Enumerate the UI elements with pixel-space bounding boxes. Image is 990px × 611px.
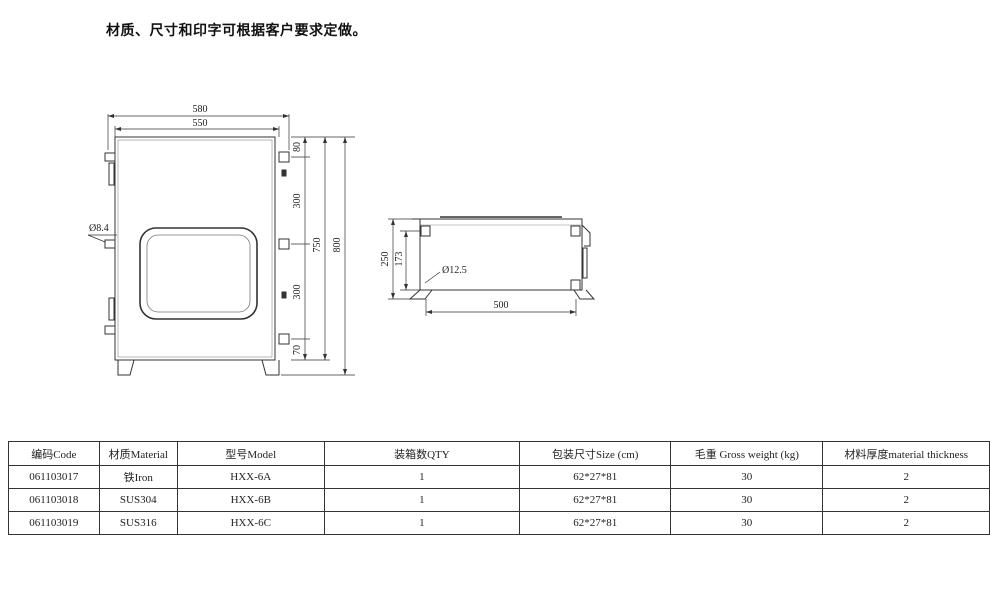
cell-code: 061103019	[8, 511, 100, 535]
front-hole-label: Ø8.4	[89, 223, 109, 234]
cell-qty: 1	[323, 465, 521, 489]
header-gross-weight: 毛重 Gross weight (kg)	[670, 441, 824, 466]
header-model: 型号Model	[176, 441, 325, 466]
header-size: 包装尺寸Size (cm)	[519, 441, 672, 466]
cell-gross-weight: 30	[670, 465, 824, 489]
cell-qty: 1	[323, 488, 521, 512]
cell-thickness: 2	[822, 488, 990, 512]
cell-gross-weight: 30	[670, 511, 824, 535]
cell-material: 铁Iron	[98, 465, 178, 489]
header-code: 编码Code	[8, 441, 100, 466]
front-view-cabinet	[104, 136, 290, 376]
side-hole-label: Ø12.5	[442, 265, 467, 276]
dim-top-offset-label: 80	[292, 142, 303, 152]
header-qty: 装箱数QTY	[323, 441, 521, 466]
cell-material: SUS316	[98, 511, 178, 535]
cell-material: SUS304	[98, 488, 178, 512]
cell-size: 62*27*81	[519, 465, 672, 489]
cell-model: HXX-6C	[176, 511, 325, 535]
table-row: 061103018 SUS304 HXX-6B 1 62*27*81 30 2	[8, 488, 990, 512]
header-material: 材质Material	[98, 441, 178, 466]
technical-drawing: 580 550 Ø8.4 80 300 300 70 750 800 250 1…	[87, 104, 596, 376]
dim-upper-spacing-label: 300	[292, 194, 303, 209]
cell-model: HXX-6B	[176, 488, 325, 512]
spec-table: 编码Code 材质Material 型号Model 装箱数QTY 包装尺寸Siz…	[8, 441, 990, 535]
cell-gross-weight: 30	[670, 488, 824, 512]
side-view-cabinet	[408, 216, 596, 300]
cell-code: 061103017	[8, 465, 100, 489]
cell-thickness: 2	[822, 511, 990, 535]
cell-qty: 1	[323, 511, 521, 535]
cell-thickness: 2	[822, 465, 990, 489]
dim-width-outer-label: 580	[193, 104, 208, 115]
table-row: 061103019 SUS316 HXX-6C 1 62*27*81 30 2	[8, 511, 990, 535]
table-header-row: 编码Code 材质Material 型号Model 装箱数QTY 包装尺寸Siz…	[8, 441, 990, 466]
custom-order-note: 材质、尺寸和印字可根据客户要求定做。	[106, 23, 367, 39]
side-height-inner-label: 173	[394, 252, 405, 267]
cell-model: HXX-6A	[176, 465, 325, 489]
dim-height-outer-label: 800	[332, 238, 343, 253]
cell-size: 62*27*81	[519, 488, 672, 512]
dim-bottom-offset-label: 70	[292, 345, 303, 355]
dim-height-inner-label: 750	[312, 238, 323, 253]
header-thickness: 材料厚度material thickness	[822, 441, 990, 466]
table-row: 061103017 铁Iron HXX-6A 1 62*27*81 30 2	[8, 465, 990, 489]
dim-width-inner-label: 550	[193, 118, 208, 129]
side-depth-label: 500	[494, 300, 509, 311]
side-height-outer-label: 250	[380, 252, 391, 267]
cell-code: 061103018	[8, 488, 100, 512]
cell-size: 62*27*81	[519, 511, 672, 535]
dim-lower-spacing-label: 300	[292, 285, 303, 300]
